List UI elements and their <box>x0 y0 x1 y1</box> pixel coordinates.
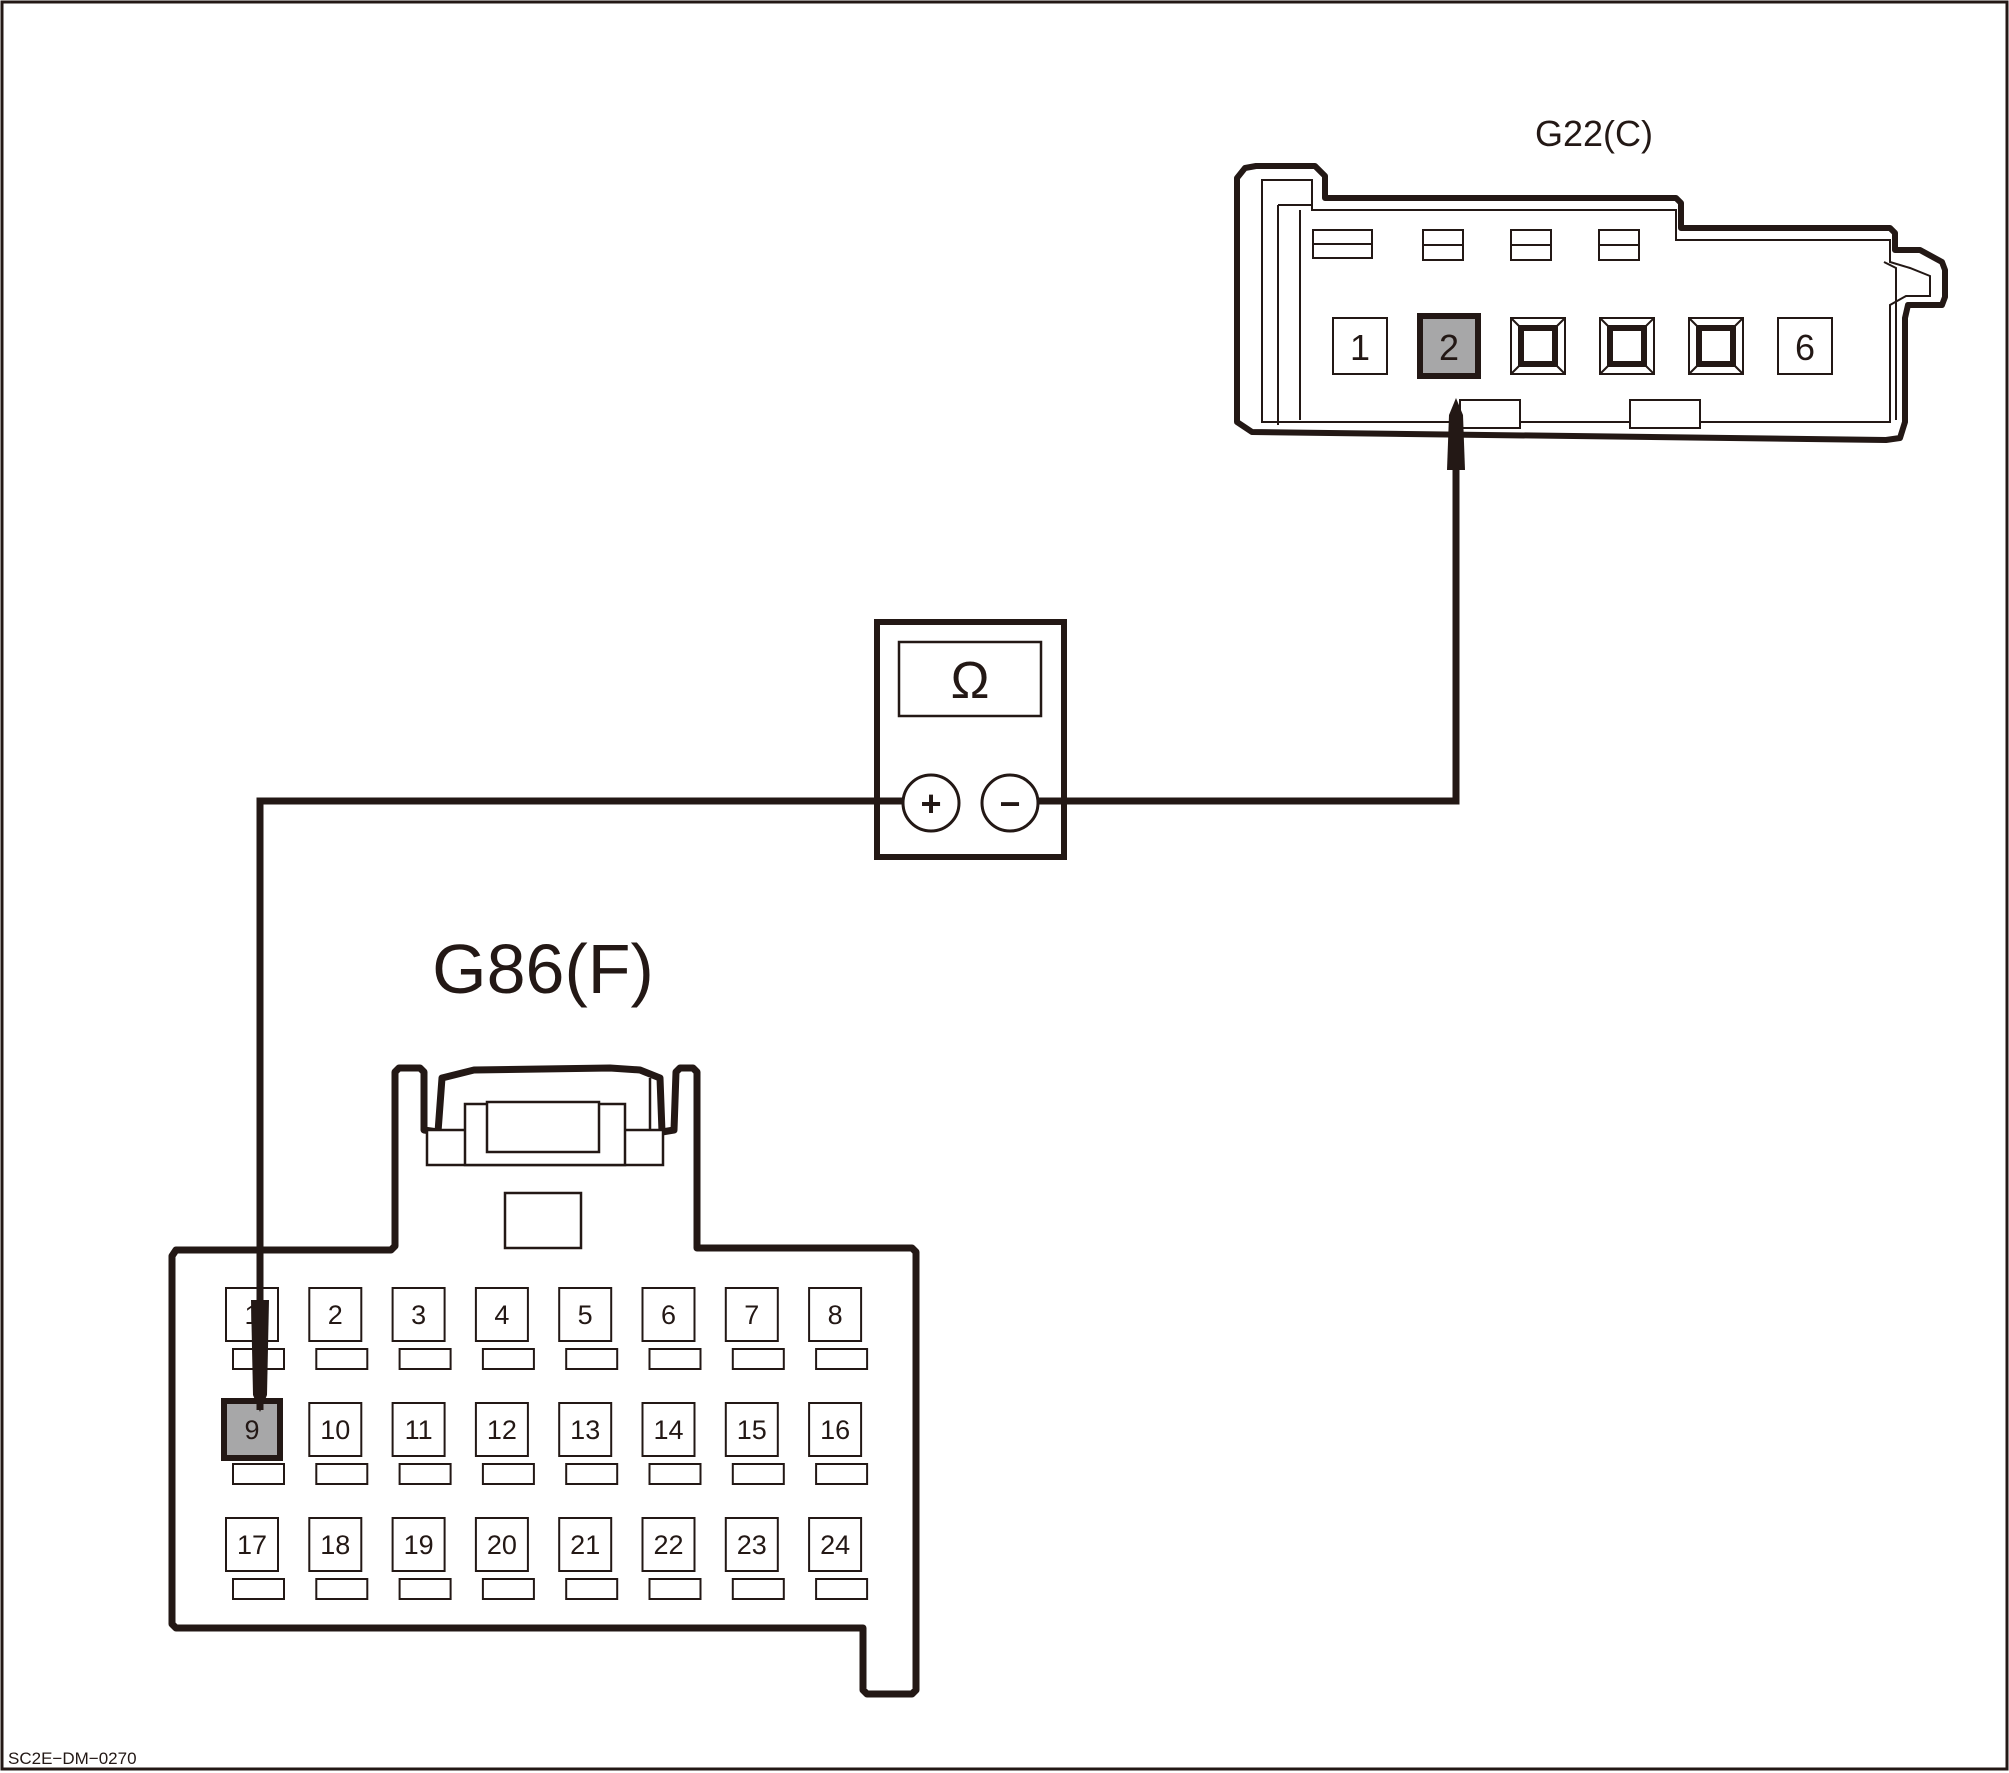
connector-c-label: G22(C) <box>1535 113 1653 154</box>
connector-f-label: G86(F) <box>432 930 654 1008</box>
connector-f-pin-label: 23 <box>737 1530 767 1560</box>
connector-f-pin-label: 17 <box>237 1530 267 1560</box>
connector-f-pin-label: 2 <box>328 1300 343 1330</box>
connector-c-pin-6: 6 <box>1777 317 1833 375</box>
connector-f-pins: 123456789101112131415161718192021222324 <box>221 1287 869 1600</box>
probe-tips <box>251 398 1465 1412</box>
connector-f-pin-24: 24 <box>808 1517 869 1600</box>
connector-f-pin-4: 4 <box>474 1287 535 1370</box>
negative-lead <box>1038 470 1460 805</box>
connector-f-pin-20: 20 <box>474 1517 535 1600</box>
connector-f-pin-12: 12 <box>474 1402 535 1485</box>
connector-f-pin-label: 9 <box>244 1415 259 1445</box>
connector-c-latch-slots <box>1312 229 1640 261</box>
connector-f-pin-17: 17 <box>225 1517 285 1600</box>
connector-f-pin-label: 5 <box>578 1300 593 1330</box>
connector-c-pin-label: 1 <box>1350 327 1370 368</box>
test-leads <box>256 470 1460 1410</box>
connector-c-bottom-tabs <box>1459 399 1701 429</box>
connector-f-pin-label: 10 <box>320 1415 350 1445</box>
connector-f-pin-label: 6 <box>661 1300 676 1330</box>
connector-f-pin-21: 21 <box>558 1517 619 1600</box>
connector-f-pin-label: 8 <box>828 1300 843 1330</box>
negative-probe <box>1447 398 1465 470</box>
connector-f-pin-18: 18 <box>308 1517 369 1600</box>
positive-terminal-sign: + <box>920 783 941 824</box>
connector-c-housing <box>1234 163 1948 443</box>
connector-c-pin-label: 6 <box>1795 327 1815 368</box>
connector-c-pins: 1 2 6 <box>1332 313 1833 379</box>
connector-f-latch <box>425 1078 665 1167</box>
connector-f-pin-label: 4 <box>494 1300 509 1330</box>
connector-c-pin-4 <box>1599 317 1655 375</box>
connector-f-pin-9: 9 <box>221 1398 285 1485</box>
connector-f-pin-7: 7 <box>724 1287 785 1370</box>
ohmmeter: Ω + − <box>874 619 1067 860</box>
connector-f-pin-label: 19 <box>404 1530 434 1560</box>
connector-c-pin-1: 1 <box>1332 317 1388 375</box>
connector-f-pin-14: 14 <box>641 1402 702 1485</box>
connector-f-pin-6: 6 <box>641 1287 702 1370</box>
connector-f-pin-15: 15 <box>724 1402 785 1485</box>
connector-c-pin-2: 2 <box>1417 313 1481 379</box>
ohmmeter-display <box>897 640 1043 718</box>
connector-f-pin-3: 3 <box>391 1287 452 1370</box>
connector-f-pin-23: 23 <box>724 1517 785 1600</box>
connector-f-pin-label: 14 <box>653 1415 683 1445</box>
positive-probe <box>251 1300 269 1412</box>
connector-f-pin-label: 20 <box>487 1530 517 1560</box>
connector-f-pin-label: 11 <box>405 1415 433 1445</box>
connector-f-pin-22: 22 <box>641 1517 702 1600</box>
connector-f-pin-13: 13 <box>558 1402 619 1485</box>
connector-f-pin-label: 15 <box>737 1415 767 1445</box>
connector-c-pin-3 <box>1510 317 1566 375</box>
connector-f-pin-label: 18 <box>320 1530 350 1560</box>
positive-lead <box>256 797 903 1410</box>
connector-f-pin-label: 24 <box>820 1530 850 1560</box>
connector-f-pin-label: 16 <box>820 1415 850 1445</box>
connector-f-pin-10: 10 <box>308 1402 369 1485</box>
connector-f-pin-label: 7 <box>744 1300 759 1330</box>
connector-f-pin-5: 5 <box>558 1287 619 1370</box>
connector-f: G86(F) 123456789101112131415161718192021… <box>168 930 920 1698</box>
connector-f-pin-2: 2 <box>308 1287 369 1370</box>
connector-f-pin-19: 19 <box>391 1517 452 1600</box>
connector-f-pin-label: 12 <box>487 1415 517 1445</box>
connector-c: G22(C) 1 2 6 <box>1234 113 1948 443</box>
ohm-symbol: Ω <box>951 652 990 710</box>
connector-c-pin-label: 2 <box>1439 327 1459 368</box>
connector-c-pin-5 <box>1688 317 1744 375</box>
connector-f-pin-11: 11 <box>391 1402 452 1485</box>
connector-f-pin-8: 8 <box>808 1287 869 1370</box>
connector-f-pin-label: 21 <box>570 1530 600 1560</box>
connector-f-pin-label: 3 <box>411 1300 426 1330</box>
figure-code: SC2E−DM−0270 <box>8 1749 137 1768</box>
negative-terminal-sign: − <box>999 783 1020 824</box>
connector-f-pin-label: 22 <box>653 1530 683 1560</box>
connector-f-pin-label: 13 <box>570 1415 600 1445</box>
connector-f-pin-16: 16 <box>808 1402 869 1485</box>
connector-f-key <box>503 1191 583 1250</box>
